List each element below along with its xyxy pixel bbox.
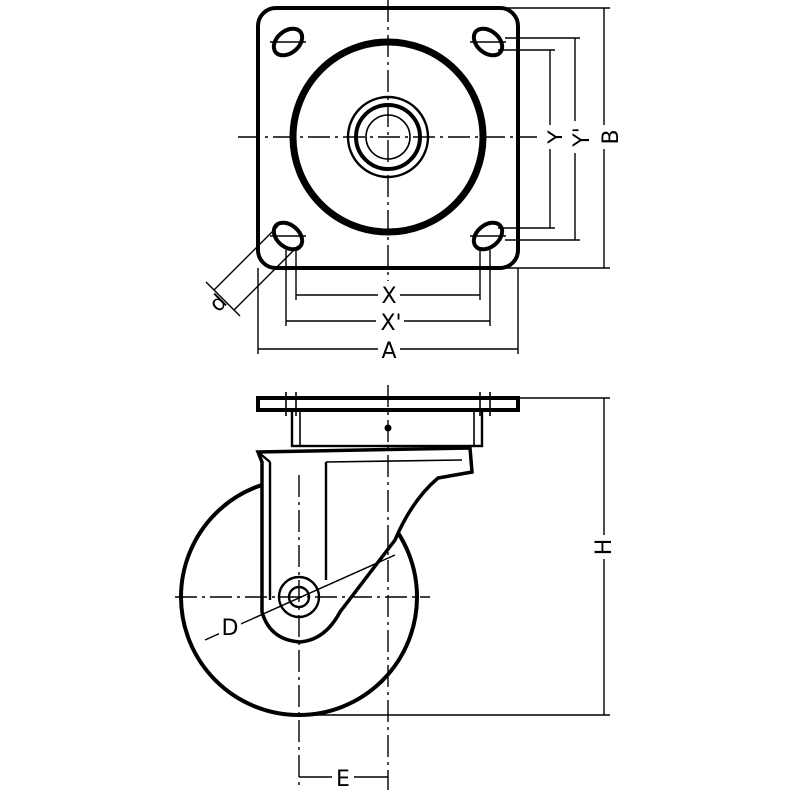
- label-b: B: [599, 129, 624, 144]
- label-h: H: [592, 539, 617, 556]
- label-x-prime: X': [380, 311, 401, 336]
- dim-line-d-cross: [205, 281, 241, 317]
- label-y-prime: Y': [570, 127, 595, 148]
- dim-line-d-1: [213, 225, 279, 291]
- label-d-diameter: D: [222, 616, 239, 641]
- bolt-slot-top-right: [471, 26, 505, 58]
- label-e: E: [336, 767, 350, 792]
- side-view: D H E: [175, 385, 617, 792]
- fork: [255, 446, 474, 644]
- label-x: X: [381, 284, 396, 309]
- bolt-slot-bottom-right: [471, 220, 505, 252]
- label-a: A: [381, 339, 396, 364]
- top-view: X X' A Y Y' B d: [205, 0, 624, 364]
- bolt-slot-top-left: [271, 26, 305, 58]
- label-d: d: [205, 290, 233, 318]
- bolt-slot-bottom-left: [271, 220, 305, 252]
- dim-line-d-2: [233, 245, 299, 311]
